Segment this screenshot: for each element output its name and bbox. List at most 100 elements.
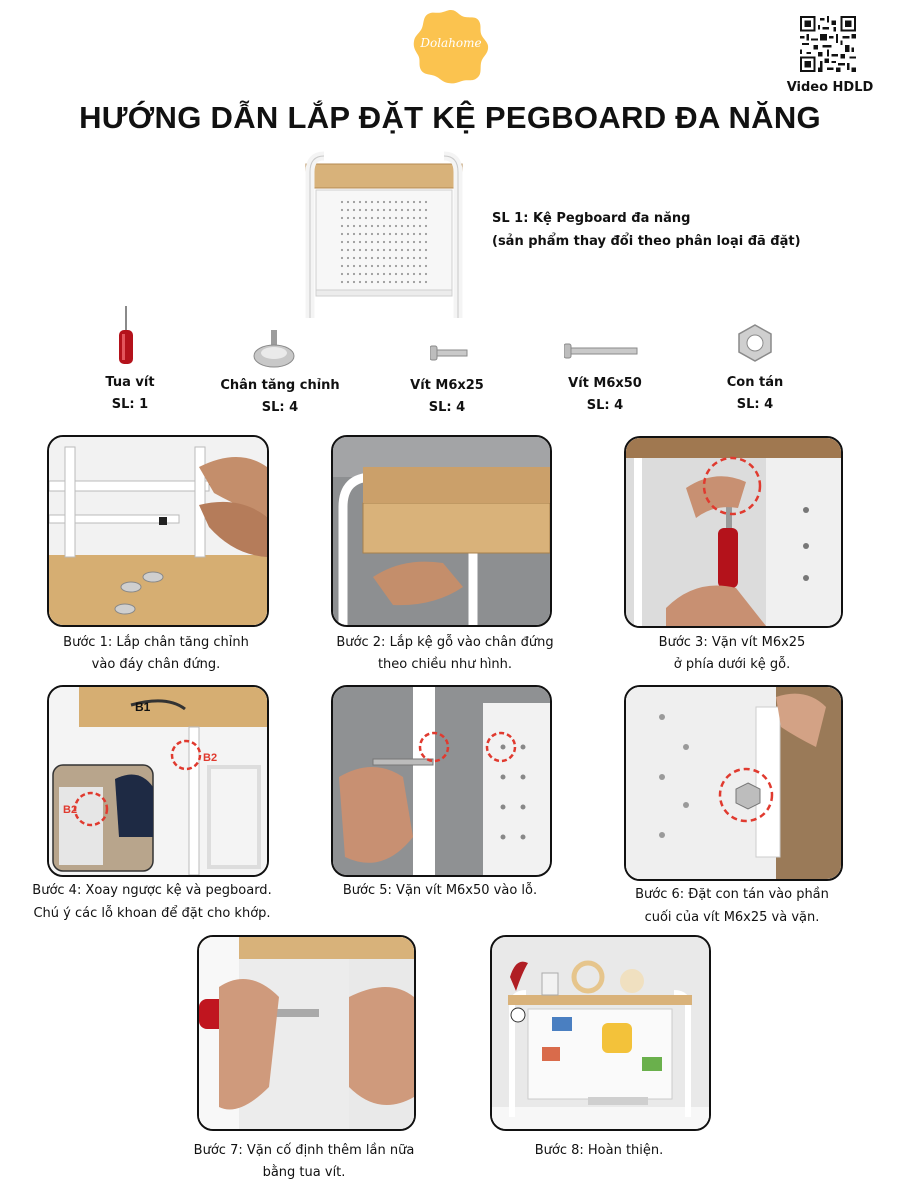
peg-hole <box>418 248 422 252</box>
peg-hole <box>376 280 380 284</box>
peg-hole <box>400 232 404 236</box>
peg-hole <box>412 216 416 220</box>
peg-hole <box>346 200 350 204</box>
peg-hole <box>424 264 428 268</box>
peg-hole <box>418 224 422 228</box>
qr-label: Video HDLD <box>786 80 874 95</box>
peg-hole <box>400 216 404 220</box>
step-caption: Bước 3: Vặn vít M6x25 <box>658 635 806 650</box>
peg-hole <box>412 248 416 252</box>
peg-hole <box>412 200 416 204</box>
peg-hole <box>370 208 374 212</box>
peg-hole <box>382 232 386 236</box>
peg-hole <box>358 216 362 220</box>
peg-hole <box>364 280 368 284</box>
peg-hole <box>406 264 410 268</box>
tag-b2-inset: B2 <box>63 804 77 816</box>
peg-hole <box>340 216 344 220</box>
peg-hole <box>340 240 344 244</box>
peg-hole <box>370 256 374 260</box>
peg-hole <box>370 272 374 276</box>
peg-hole <box>394 272 398 276</box>
peg-hole <box>406 200 410 204</box>
peg-hole <box>346 240 350 244</box>
peg-hole <box>418 232 422 236</box>
peg-hole <box>394 264 398 268</box>
peg-hole <box>418 208 422 212</box>
peg-hole <box>394 256 398 260</box>
peg-hole <box>382 240 386 244</box>
part-qty: SL: 4 <box>736 397 774 412</box>
part-qty: SL: 4 <box>586 398 624 413</box>
peg-hole <box>400 264 404 268</box>
peg-hole <box>340 208 344 212</box>
tag-b2: B2 <box>203 752 217 764</box>
part-name: Tua vít <box>105 375 155 390</box>
tag-b1: B1 <box>135 700 151 714</box>
peg-hole <box>346 216 350 220</box>
peg-hole <box>406 272 410 276</box>
page-title: HƯỚNG DẪN LẮP ĐẶT KỆ PEGBOARD ĐA NĂNG <box>79 100 821 135</box>
peg-hole <box>412 224 416 228</box>
peg-hole <box>340 272 344 276</box>
step-8-photo <box>490 935 711 1131</box>
peg-hole <box>364 208 368 212</box>
peg-hole <box>358 224 362 228</box>
peg-hole <box>358 232 362 236</box>
peg-hole <box>400 200 404 204</box>
peg-hole <box>394 216 398 220</box>
peg-hole <box>364 248 368 252</box>
peg-hole <box>376 224 380 228</box>
long-screw-icon <box>564 343 638 359</box>
peg-hole <box>406 280 410 284</box>
step-4-photo: B1 B2 B2 <box>47 685 269 877</box>
peg-hole <box>406 208 410 212</box>
peg-hole <box>358 240 362 244</box>
peg-hole <box>424 256 428 260</box>
peg-hole <box>406 256 410 260</box>
peg-hole <box>406 248 410 252</box>
peg-hole <box>400 280 404 284</box>
peg-hole <box>376 200 380 204</box>
step-2-photo <box>331 435 552 627</box>
step-caption: Chú ý các lỗ khoan để đặt cho khớp. <box>33 906 271 921</box>
peg-hole <box>364 224 368 228</box>
peg-hole <box>418 272 422 276</box>
peg-hole <box>412 280 416 284</box>
peg-hole <box>394 280 398 284</box>
peg-hole <box>394 232 398 236</box>
part-qty: SL: 4 <box>428 400 466 415</box>
step-5-photo <box>331 685 552 877</box>
peg-hole <box>412 240 416 244</box>
peg-hole <box>358 256 362 260</box>
peg-hole <box>352 280 356 284</box>
peg-hole <box>346 224 350 228</box>
peg-hole <box>400 256 404 260</box>
peg-hole <box>364 264 368 268</box>
peg-hole <box>394 224 398 228</box>
peg-hole <box>370 216 374 220</box>
peg-hole <box>388 232 392 236</box>
peg-hole <box>424 272 428 276</box>
peg-hole <box>406 240 410 244</box>
peg-hole <box>352 208 356 212</box>
step-caption: Bước 5: Vặn vít M6x50 vào lỗ. <box>342 883 538 898</box>
peg-hole <box>382 208 386 212</box>
step-7-photo <box>197 935 416 1131</box>
peg-hole <box>376 272 380 276</box>
peg-hole <box>346 256 350 260</box>
peg-hole <box>370 200 374 204</box>
peg-hole <box>352 200 356 204</box>
peg-hole <box>364 256 368 260</box>
peg-hole <box>364 240 368 244</box>
peg-hole <box>418 280 422 284</box>
peg-hole <box>406 224 410 228</box>
peg-hole <box>412 208 416 212</box>
qr-code-icon[interactable] <box>800 16 856 72</box>
peg-hole <box>370 264 374 268</box>
peg-hole <box>406 216 410 220</box>
peg-hole <box>364 200 368 204</box>
peg-hole <box>412 272 416 276</box>
part-name: Con tán <box>726 375 784 390</box>
peg-hole <box>400 240 404 244</box>
